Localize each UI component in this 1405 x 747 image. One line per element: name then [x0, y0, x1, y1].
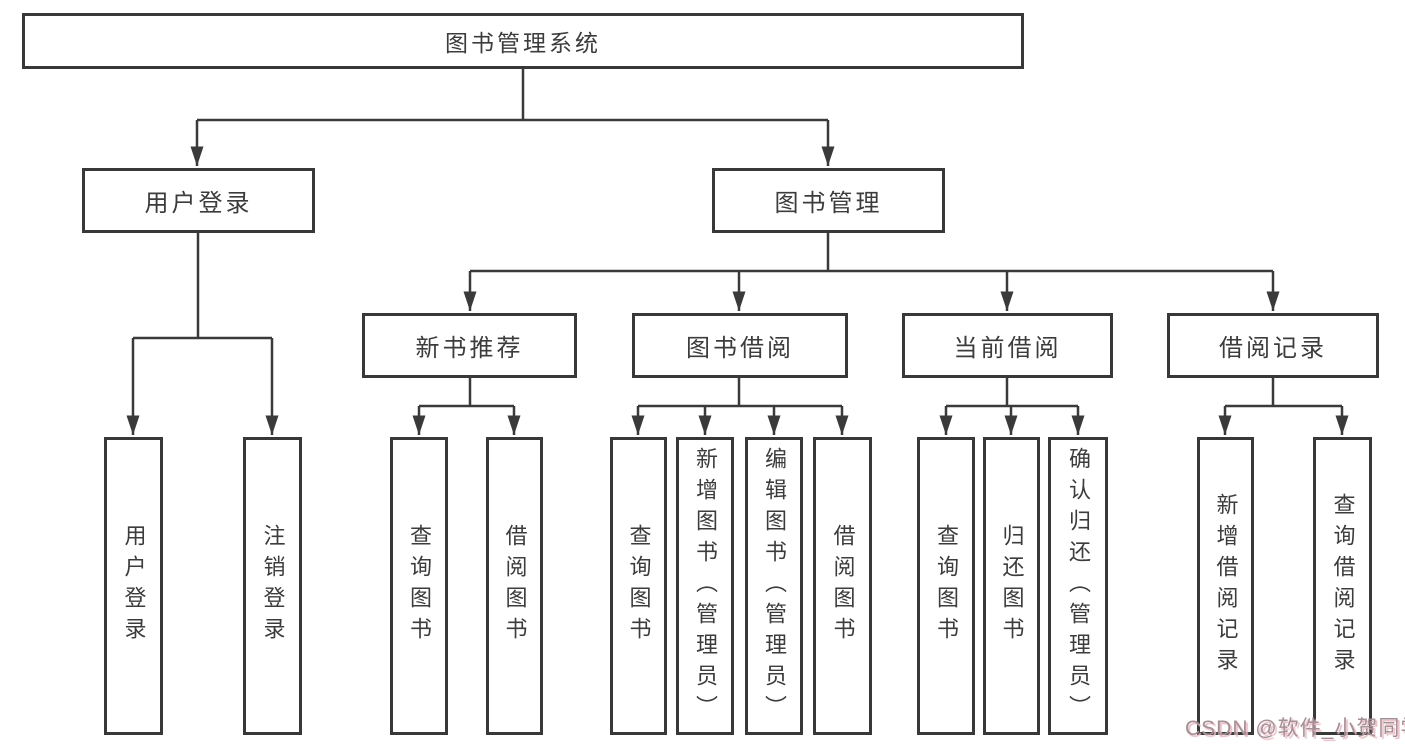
node-new-book-recommend-label: 新书推荐 [415, 335, 524, 362]
leaf-user-login-label: 用户登录 [121, 524, 147, 648]
leaf-borrow-book: 借阅图书 [813, 437, 872, 735]
leaf-confirm-return-admin: 确认归还（管理员） [1048, 437, 1108, 735]
node-user-login: 用户登录 [82, 168, 315, 233]
leaf-confirm-return-admin-label: 确认归还（管理员） [1066, 446, 1091, 726]
leaf-query-borrow-record-label: 查询借阅记录 [1330, 493, 1356, 679]
leaf-logout: 注销登录 [243, 437, 302, 735]
node-user-login-label: 用户登录 [144, 190, 253, 217]
leaf-query-book-current: 查询图书 [917, 437, 975, 735]
watermark-text: CSDN @软件_小贺同学 [1185, 717, 1405, 740]
node-book-borrow-label: 图书借阅 [686, 335, 794, 362]
leaf-edit-book-admin-label: 编辑图书（管理员） [762, 446, 787, 726]
leaf-query-book-recommend-label: 查询图书 [407, 524, 432, 648]
leaf-logout-label: 注销登录 [260, 524, 286, 648]
leaf-add-book-admin: 新增图书（管理员） [676, 437, 734, 735]
leaf-add-book-admin-label: 新增图书（管理员） [693, 446, 718, 726]
leaf-query-book-current-label: 查询图书 [934, 524, 959, 648]
leaf-add-borrow-record: 新增借阅记录 [1197, 437, 1254, 735]
leaf-query-borrow-record: 查询借阅记录 [1313, 437, 1372, 735]
node-root: 图书管理系统 [22, 13, 1024, 69]
leaf-edit-book-admin: 编辑图书（管理员） [745, 437, 803, 735]
leaf-return-book: 归还图书 [983, 437, 1040, 735]
leaf-borrow-book-recommend-label: 借阅图书 [502, 524, 528, 648]
leaf-query-book-borrow: 查询图书 [610, 437, 667, 735]
node-borrow-records: 借阅记录 [1167, 313, 1379, 378]
node-new-book-recommend: 新书推荐 [362, 313, 577, 378]
node-book-borrow: 图书借阅 [632, 313, 848, 378]
node-current-borrow-label: 当前借阅 [953, 335, 1062, 362]
leaf-query-book-recommend: 查询图书 [390, 437, 448, 735]
node-borrow-records-label: 借阅记录 [1219, 335, 1327, 362]
node-book-management-label: 图书管理 [774, 190, 883, 217]
node-current-borrow: 当前借阅 [902, 313, 1113, 378]
leaf-user-login: 用户登录 [104, 437, 163, 735]
leaf-add-borrow-record-label: 新增借阅记录 [1213, 493, 1239, 679]
leaf-borrow-book-recommend: 借阅图书 [486, 437, 543, 735]
leaf-return-book-label: 归还图书 [999, 524, 1025, 648]
node-root-label: 图书管理系统 [445, 30, 601, 56]
leaf-borrow-book-label: 借阅图书 [830, 524, 856, 648]
leaf-query-book-borrow-label: 查询图书 [626, 524, 652, 648]
node-book-management: 图书管理 [712, 168, 945, 233]
